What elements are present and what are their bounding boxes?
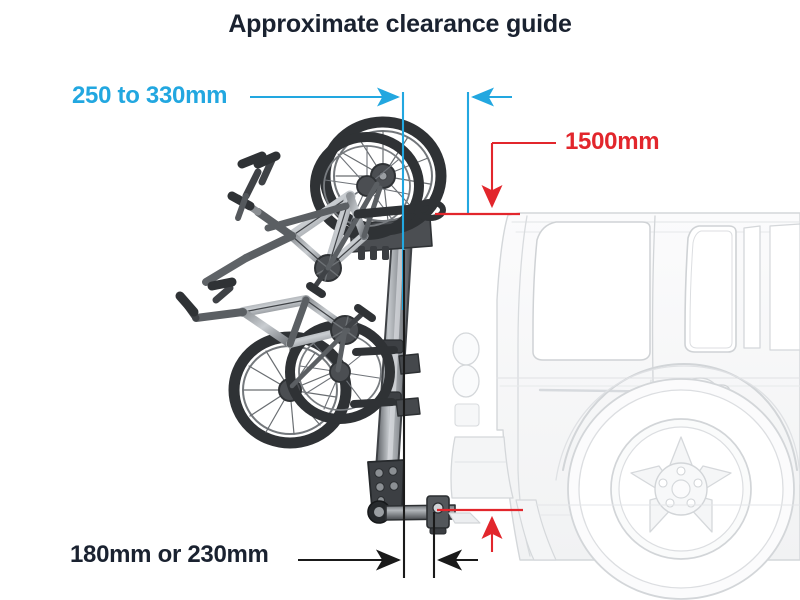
vehicle-illustration — [450, 212, 800, 600]
ground-clearance-label: 180mm or 230mm — [70, 541, 269, 568]
page-title: Approximate clearance guide — [228, 10, 572, 38]
clearance-gap-label: 250 to 330mm — [72, 82, 228, 109]
bicycle-lower-illustration — [175, 277, 398, 449]
bicycle-upper-illustration — [202, 116, 447, 298]
height-label: 1500mm — [565, 128, 660, 155]
dimension-height — [435, 141, 556, 552]
dimension-ground — [298, 250, 478, 578]
